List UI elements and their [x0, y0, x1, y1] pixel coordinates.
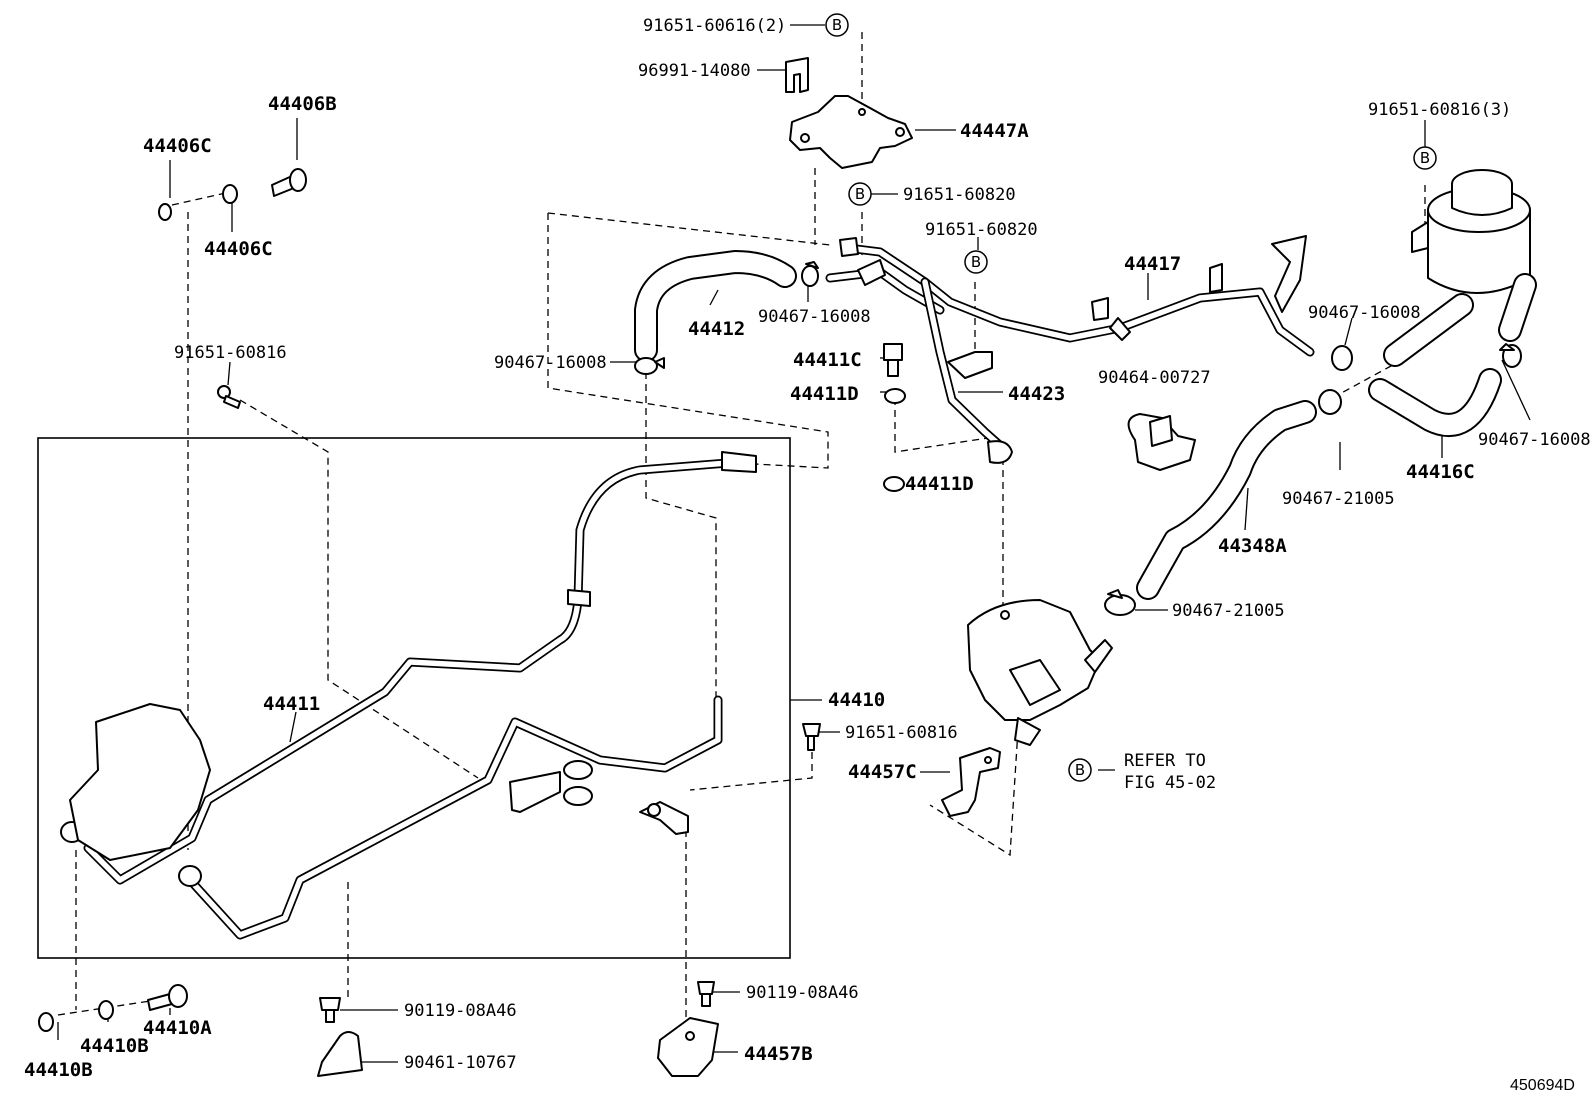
label-91651-60820-b: 91651-60820 — [925, 220, 1038, 240]
label-90467-16008-c: 90467-16008 — [1308, 303, 1421, 323]
label-44457B: 44457B — [744, 1043, 813, 1065]
label-refer-line1: REFER TO — [1124, 751, 1206, 771]
label-refer-line2: FIG 45-02 — [1124, 773, 1216, 793]
ref-marker-3: B — [964, 250, 988, 274]
clamp-90467-16008-a — [634, 357, 665, 375]
banjo-fitting — [987, 440, 1013, 464]
washer-44406C-b — [222, 184, 238, 204]
label-91651-60816-mid: 91651-60816 — [845, 723, 958, 743]
label-44406C-top: 44406C — [143, 135, 212, 157]
ref-marker-5: B — [1068, 758, 1092, 782]
dashed-connection-lines — [57, 32, 1426, 1030]
bracket-44423 — [947, 351, 993, 379]
nut-upper — [839, 237, 859, 257]
tube-44417 — [825, 243, 1315, 357]
label-44416C: 44416C — [1406, 461, 1475, 483]
bracket-44457B — [657, 1017, 719, 1077]
label-44410B-b: 44410B — [24, 1059, 93, 1081]
svg-text:B: B — [1075, 761, 1085, 779]
label-44417: 44417 — [1124, 253, 1181, 275]
svg-text:B: B — [855, 185, 865, 203]
hose-44416C — [1368, 273, 1537, 437]
clamp-90467-21005-a — [1318, 389, 1342, 415]
bolt-91651-60816-left — [217, 385, 241, 409]
label-44423: 44423 — [1008, 383, 1065, 405]
svg-text:B: B — [832, 16, 842, 34]
label-91651-60820-a: 91651-60820 — [903, 185, 1016, 205]
bolt-91651-60816-mid — [802, 723, 821, 751]
label-44406C-bot: 44406C — [204, 238, 273, 260]
ref-marker-1: B — [825, 13, 849, 37]
washer-44411D-b — [883, 476, 905, 492]
clamp-90467-16008-b — [801, 261, 819, 287]
hose-44348A — [1136, 400, 1317, 600]
steering-gear-outline — [69, 703, 211, 861]
bolt-44406B — [271, 168, 307, 197]
bolt-90119-08A46-b — [697, 981, 715, 1007]
svg-text:B: B — [971, 253, 981, 271]
ref-marker-2: B — [848, 182, 872, 206]
label-90461-10767: 90461-10767 — [404, 1053, 517, 1073]
label-90467-16008-d: 90467-16008 — [1478, 430, 1591, 450]
reservoir-tank — [1411, 169, 1531, 294]
washer-44411D-a — [884, 388, 906, 404]
label-44410B-a: 44410B — [80, 1035, 149, 1057]
hose-44412 — [634, 250, 797, 362]
washer-44410B-a — [98, 1000, 114, 1020]
clamp-bracket-inner-a — [509, 760, 593, 813]
label-91651-60816-3: 91651-60816(3) — [1368, 100, 1511, 120]
label-90464-00727: 90464-00727 — [1098, 368, 1211, 388]
fitting-44411-end — [721, 451, 757, 473]
clamp-90467-21005-b — [1104, 589, 1136, 616]
label-96991-14080: 96991-14080 — [638, 61, 751, 81]
clip-96991 — [785, 57, 809, 93]
label-44457C: 44457C — [848, 761, 917, 783]
label-91651-60616-2: 91651-60616(2) — [643, 16, 786, 36]
tube-44423 — [920, 277, 1008, 453]
label-44411D-b: 44411D — [905, 473, 974, 495]
fitting-upper — [857, 259, 886, 286]
washer-44406C-a — [158, 203, 172, 221]
label-44406B: 44406B — [268, 93, 337, 115]
bracket-44447A — [789, 95, 913, 169]
bolt-44410A — [147, 984, 188, 1011]
label-44410: 44410 — [828, 689, 885, 711]
clamp-90467-16008-d — [1499, 343, 1522, 368]
tube-44410 — [185, 695, 723, 940]
clamp-bracket-inner-b — [639, 801, 689, 835]
ref-marker-4: B — [1413, 146, 1437, 170]
label-44411C: 44411C — [793, 349, 862, 371]
label-90467-16008-a: 90467-16008 — [758, 307, 871, 327]
label-90119-08A46-b: 90119-08A46 — [746, 983, 859, 1003]
label-44411: 44411 — [263, 693, 320, 715]
bolt-44411C — [883, 343, 903, 377]
svg-text:B: B — [1420, 149, 1430, 167]
eye-fitting-44410 — [178, 865, 202, 887]
label-91651-60816-left: 91651-60816 — [174, 343, 287, 363]
clamp-90467-16008-c — [1331, 345, 1353, 371]
figure-id: 450694D — [1510, 1077, 1575, 1094]
washer-44410B-b — [38, 1012, 54, 1032]
clamp-90461-10767 — [317, 1031, 363, 1077]
fitting-44411-mid — [567, 589, 591, 607]
label-44410A: 44410A — [143, 1017, 212, 1039]
bracket-44457C — [941, 747, 1001, 817]
label-44447A: 44447A — [960, 120, 1029, 142]
power-steering-pump — [967, 599, 1113, 746]
label-90467-21005-b: 90467-21005 — [1172, 601, 1285, 621]
label-90467-16008-b: 90467-16008 — [494, 353, 607, 373]
label-90467-21005-a: 90467-21005 — [1282, 489, 1395, 509]
label-90119-08A46-a: 90119-08A46 — [404, 1001, 517, 1021]
leader-lines — [57, 24, 1531, 1063]
label-44411D-a: 44411D — [790, 383, 859, 405]
assembly-44410-frame — [37, 437, 791, 959]
callout-labels: 91651-60616(2) 96991-14080 44447A 91651-… — [24, 16, 1591, 1081]
label-44412: 44412 — [688, 318, 745, 340]
bolt-90119-08A46-a — [319, 997, 341, 1023]
label-44348A: 44348A — [1218, 535, 1287, 557]
